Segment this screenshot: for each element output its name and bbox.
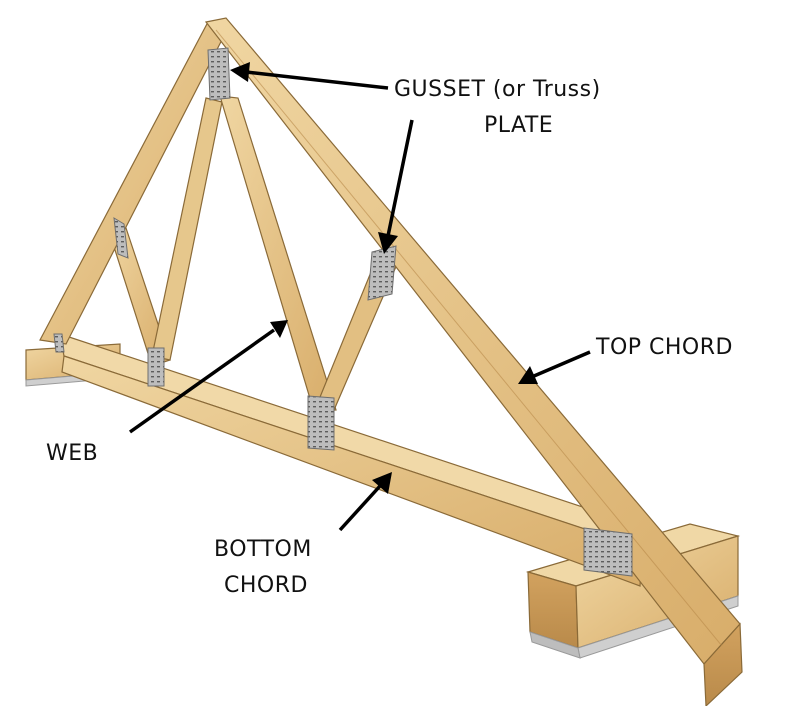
top-chord-label: TOP CHORD <box>595 335 733 360</box>
gusset-label-line1: GUSSET (or Truss) <box>394 77 601 102</box>
bottom-chord-label-line1: BOTTOM <box>214 537 312 562</box>
web-label: WEB <box>46 441 98 466</box>
callout-arrows <box>128 62 591 532</box>
gusset-plates <box>53 47 633 577</box>
gusset-label-line2: PLATE <box>484 113 553 138</box>
web-members <box>107 95 399 413</box>
bottom-chord-label-line2: CHORD <box>224 573 308 598</box>
right-top-chord <box>204 17 743 706</box>
